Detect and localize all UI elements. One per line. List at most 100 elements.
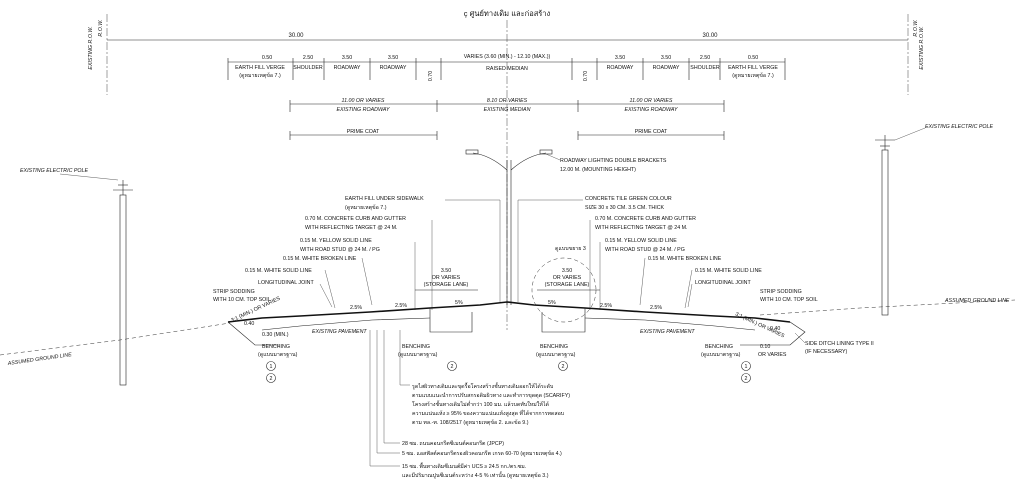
left-electric-pole bbox=[113, 180, 133, 386]
label-right-3: EARTH FILL VERGE bbox=[728, 65, 778, 71]
yellow-right-2: WITH ROAD STUD @ 24 M. / PG bbox=[605, 247, 685, 253]
right-pole-leader bbox=[894, 127, 926, 141]
joint-left-leader bbox=[319, 283, 333, 308]
half-width-left: 30.00 bbox=[288, 33, 304, 39]
long-joint-right: LONGITUDINAL JOINT bbox=[695, 280, 751, 286]
right-row-label: EXISTING R.O.W. bbox=[919, 26, 925, 69]
ground-label-right: ASSUMED GROUND LINE bbox=[944, 298, 1010, 304]
layer-leaders bbox=[369, 330, 410, 467]
tile-label-2: SIZE 30 x 30 CM. 3.5 CM. THICK bbox=[585, 205, 665, 211]
earth-fill-label-1: EARTH FILL UNDER SIDEWALK bbox=[345, 196, 424, 202]
lighting-leader bbox=[545, 153, 561, 161]
marker-left-1: 1 bbox=[266, 361, 276, 371]
label-left-0: EARTH FILL VERGE bbox=[235, 65, 285, 71]
marker-text: 2 bbox=[745, 376, 748, 382]
slope-r1: 5% bbox=[548, 300, 556, 306]
dim-010-right: 0.10 bbox=[760, 344, 770, 350]
curb-right-2: WITH REFLECTING TARGET @ 24 M. bbox=[595, 225, 688, 231]
layer-0: 28 ซม. ถนนคอนกรีตซีเมนต์คอนกรีต (JPCP) bbox=[402, 440, 504, 447]
small-dim-right: 0.70 bbox=[583, 71, 589, 81]
benching-left: BENCHING bbox=[262, 344, 290, 350]
half-width-right: 30.00 bbox=[702, 33, 718, 39]
storage-right-or: OR VARIES bbox=[553, 275, 582, 281]
note-line-0: รูดไสผิวทางเดิมและขุดรื้อโครงสร้างชั้นทา… bbox=[412, 382, 553, 390]
long-joint-left: LONGITUDINAL JOINT bbox=[258, 280, 314, 286]
curb-left-2: WITH REFLECTING TARGET @ 24 M. bbox=[305, 225, 398, 231]
side-ditch-1: SIDE DITCH LINING TYPE II bbox=[805, 341, 874, 347]
benching-right: BENCHING bbox=[705, 344, 733, 350]
detail-circle bbox=[531, 257, 597, 323]
broken-right: 0.15 M. WHITE BROKEN LINE bbox=[648, 256, 722, 262]
earth-fill-label-2: (ดูหมายเหตุข้อ 7.) bbox=[345, 204, 387, 211]
strip-left-1: STRIP SODDING bbox=[213, 289, 255, 295]
label-left-2: ROADWAY bbox=[334, 65, 361, 71]
marker-text: 2 bbox=[562, 364, 565, 370]
note-line-2: โครงสร้างชั้นทางเดิมไม่ต่ำกว่า 100 มม. แ… bbox=[412, 400, 550, 408]
right-row-tag: R.O.W. bbox=[913, 19, 919, 36]
element-dim-ticks bbox=[227, 58, 786, 80]
layer-2: 15 ซม. พื้นทางเดิมซีเมนต์มีค่า UCS ≥ 24.… bbox=[402, 462, 526, 470]
white-left-leader bbox=[324, 269, 336, 309]
verge-note-right: (ดูหมายเหตุข้อ 7.) bbox=[732, 72, 774, 79]
benching-left-note: (ดูแบบมาตรฐาน) bbox=[258, 352, 298, 358]
storage-left-or: OR VARIES bbox=[432, 275, 461, 281]
left-row-label: EXISTING R.O.W. bbox=[88, 26, 94, 69]
label-left-1: SHOULDER bbox=[293, 65, 323, 71]
label-right-0: ROADWAY bbox=[607, 65, 634, 71]
lighting-label-2: 12.00 M. (MOUNTING HEIGHT) bbox=[560, 167, 636, 173]
marker-left-2: 2 bbox=[266, 373, 276, 383]
ground-label-left: ASSUMED GROUND LINE bbox=[6, 352, 72, 367]
dim-left-2: 3.50 bbox=[342, 55, 352, 61]
strip-right-2: WITH 10 CM. TOP SOIL bbox=[760, 297, 818, 303]
median-label: RAISED MEDIAN bbox=[486, 66, 528, 72]
note-line-4: ตาม ทล.-ท. 108/2517 (ดูหมายเหตุข้อ 2. แล… bbox=[412, 419, 529, 426]
white-right-leader bbox=[684, 269, 693, 309]
label-left-3: ROADWAY bbox=[380, 65, 407, 71]
detail-ref: ดูแบบขยาย 3 bbox=[555, 246, 586, 252]
curb-left-1: 0.70 M. CONCRETE CURB AND GUTTER bbox=[305, 216, 406, 222]
broken-right-leader bbox=[639, 257, 646, 306]
white-solid-right: 0.15 M. WHITE SOLID LINE bbox=[695, 268, 762, 274]
pavement-bottom bbox=[261, 317, 756, 331]
or-varies-right: OR VARIES bbox=[758, 352, 787, 358]
left-pole-label: EXISTING ELECTRIC POLE bbox=[20, 168, 88, 174]
lighting-label-1: ROADWAY LIGHTING DOUBLE BRACKETS bbox=[560, 158, 667, 164]
note-line-3: ความแน่นแห้ง ≥ 95% ของความแน่นแห้งสูงสุด… bbox=[412, 409, 564, 417]
marker-text: 2 bbox=[270, 376, 273, 382]
marker-right-2: 2 bbox=[741, 373, 751, 383]
existing-left-label: EXISTING ROADWAY bbox=[336, 107, 390, 113]
existing-left-value: 11.00 OR VARIES bbox=[342, 98, 385, 104]
strip-right-1: STRIP SODDING bbox=[760, 289, 802, 295]
dim-right-2: 2.50 bbox=[700, 55, 710, 61]
note-line-1: ตามแบบแนะนำการปรับสกรอดิมผิวทาง และทำการ… bbox=[412, 392, 570, 399]
right-electric-pole bbox=[875, 135, 895, 316]
layer-3: และมีปริมาณปูนซีเมนต์ระหว่าง 4-5 % เท่าน… bbox=[402, 471, 549, 479]
broken-left: 0.15 M. WHITE BROKEN LINE bbox=[283, 256, 357, 262]
prime-coat-left: PRIME COAT bbox=[347, 129, 380, 135]
existing-right-value: 11.00 OR VARIES bbox=[630, 98, 673, 104]
curb-right-1: 0.70 M. CONCRETE CURB AND GUTTER bbox=[595, 216, 696, 222]
storage-right-label: (STORAGE LANE) bbox=[545, 282, 590, 288]
existing-mid-label: EXISTING MEDIAN bbox=[484, 107, 531, 113]
storage-left-label: (STORAGE LANE) bbox=[424, 282, 469, 288]
slope-r2: 2.5% bbox=[600, 303, 612, 309]
side-ditch-2: (IF NECESSARY) bbox=[805, 349, 848, 355]
marker-text: 2 bbox=[451, 364, 454, 370]
marker-text: 1 bbox=[270, 364, 273, 370]
joint-right-leader bbox=[687, 283, 693, 308]
pavement-top bbox=[227, 301, 791, 323]
existing-dim-ticks bbox=[289, 100, 725, 112]
dim-right-0: 3.50 bbox=[615, 55, 625, 61]
lighting-pole bbox=[465, 149, 553, 305]
right-embankment bbox=[740, 321, 806, 346]
dim-right-1: 3.50 bbox=[661, 55, 671, 61]
prime-coat-right: PRIME COAT bbox=[635, 129, 668, 135]
left-row-tag: R.O.W. bbox=[98, 19, 104, 36]
dim-040-right: 0.40 bbox=[770, 326, 780, 332]
benching-mid-left-note: (ดูแบบมาตรฐาน) bbox=[398, 352, 438, 358]
marker-mid-left: 2 bbox=[447, 361, 457, 371]
storage-left-value: 3.50 bbox=[441, 268, 451, 274]
dim-left-3: 3.50 bbox=[388, 55, 398, 61]
dim-left-0: 0.50 bbox=[262, 55, 272, 61]
